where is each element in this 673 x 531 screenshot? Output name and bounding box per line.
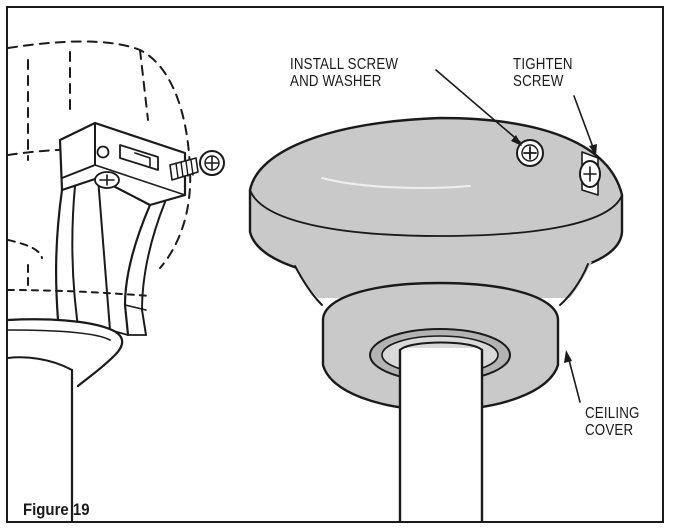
tighten-screw-label: TIGHTEN SCREW [513, 56, 573, 90]
ceiling-cover-label: CEILING COVER [585, 405, 640, 439]
ceiling-cover-label-line1: CEILING [585, 405, 640, 422]
mounting-bracket-detail [8, 40, 225, 521]
ceiling-cover-canopy [248, 116, 624, 521]
figure-caption: Figure 19 [23, 500, 90, 519]
ceiling-cover-label-line2: COVER [585, 422, 634, 439]
leader-arrowheads [511, 135, 597, 363]
leader-lines [435, 69, 595, 403]
install-screw-label-line2: AND WASHER [290, 73, 382, 90]
tighten-screw-label-line1: TIGHTEN [513, 56, 573, 73]
install-screw-label: INSTALL SCREW AND WASHER [290, 56, 398, 90]
tighten-screw-label-line2: SCREW [513, 73, 564, 90]
install-screw-label-line1: INSTALL SCREW [290, 56, 399, 73]
